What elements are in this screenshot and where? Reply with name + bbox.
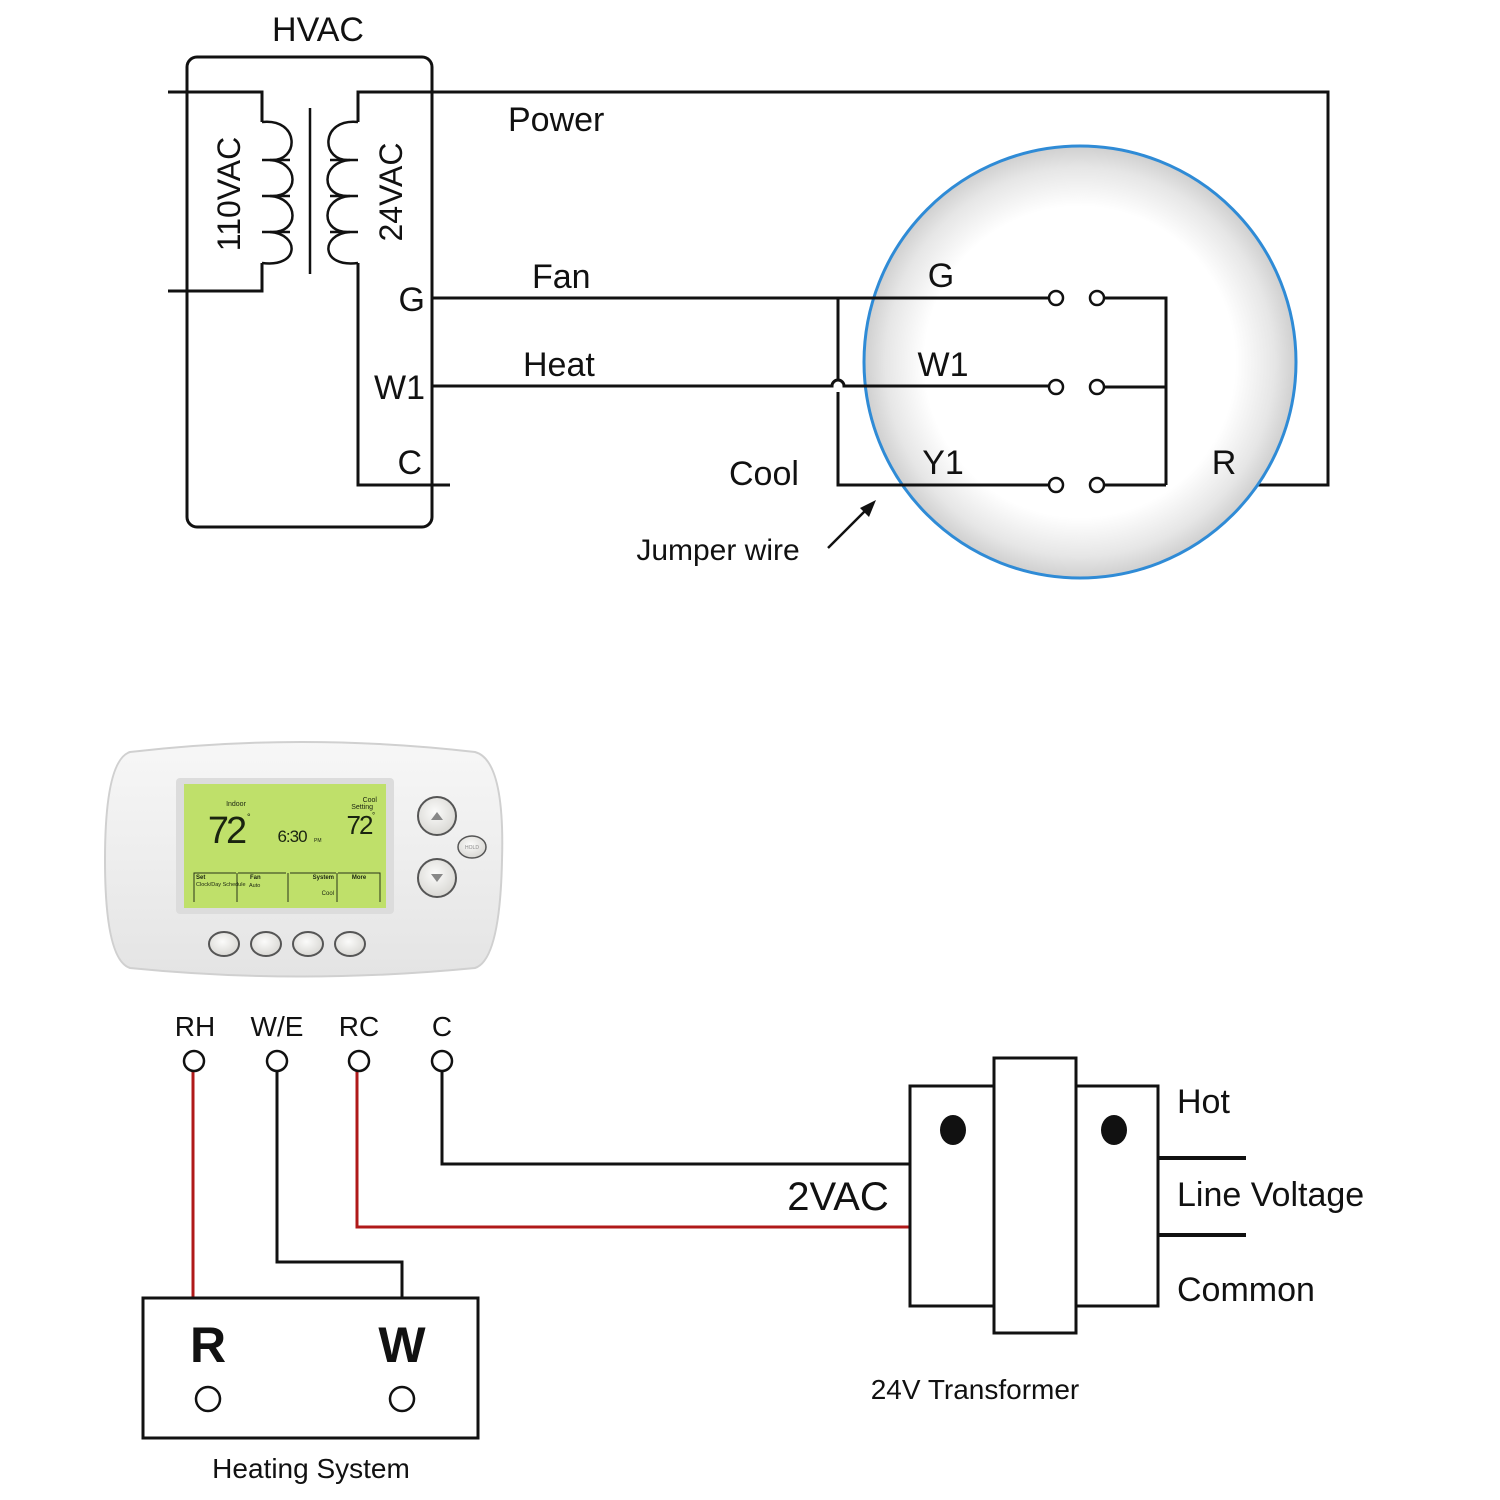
power-wire [356,90,1330,487]
lcd-setting-temp: 72 [347,810,373,840]
jumper-wire [836,298,1049,487]
heating-terminal-w [388,1385,416,1413]
transformer-core-block [992,1056,1078,1335]
terminal-c [430,1049,454,1073]
terminal-we-label: W/E [251,1011,304,1042]
upper-diagram: HVAC 110VAC 24VAC G W1 C Power Fan [168,11,1330,580]
lcd-screen [184,784,386,908]
lcd-indoor-label: Indoor [226,801,247,808]
heating-terminal-w-label: W [378,1317,426,1373]
jumper-arrow-line [827,507,869,549]
hvac-terminal-w1: W1 [374,369,425,407]
polarity-dot-left-icon [940,1115,966,1145]
polarity-dot-right-icon [1101,1115,1127,1145]
fan-label: Fan [532,258,591,296]
hold-button[interactable]: HOLD [457,835,487,859]
lcd-indoor-degree: ° [247,812,251,822]
lower-diagram: RH W/E RC C R W Heating System 2VAC [141,1011,1364,1484]
c-wire [440,1071,910,1166]
thermostat-highlight-circle [862,144,1298,580]
softkey-button-2[interactable] [250,931,282,957]
lcd-time-suffix: PM [314,838,322,844]
softkey-button-4[interactable] [334,931,366,957]
hold-button-label: HOLD [465,845,479,851]
lcd-cool-label: Cool [363,797,378,804]
terminal-c-label: C [432,1011,452,1042]
secondary-coil-loops [330,158,358,234]
primary-lead-bottom [168,263,264,293]
softkey-button-3[interactable] [292,931,324,957]
terminal-rc-label: RC [339,1011,379,1042]
hot-label: Hot [1177,1083,1230,1121]
terminal-rh-label: RH [175,1011,215,1042]
heating-terminal-r [194,1385,222,1413]
tstat-terminal-r: R [1212,444,1237,482]
line-voltage-label: Line Voltage [1177,1176,1364,1214]
softkey-more-label: More [352,875,367,881]
hvac-terminal-c: C [397,444,422,482]
common-label: Common [1177,1271,1315,1309]
softkey-system-label: System [313,875,334,881]
heating-system-label: Heating System [212,1453,410,1484]
lcd-indoor-temp: 72 [208,810,246,852]
tstat-terminal-g: G [928,257,954,295]
jumper-arrow-head-icon [860,500,876,517]
hvac-terminal-g: G [399,281,425,319]
common-wire [356,263,450,487]
lcd-time: 6:30 [277,827,307,846]
primary-lead-top [168,90,264,122]
temp-down-button[interactable] [417,858,457,898]
secondary-voltage-label-lower: 2VAC [787,1175,889,1219]
primary-coil-icon [261,120,294,265]
primary-voltage-label: 110VAC [211,137,247,251]
jumper-wire-label: Jumper wire [636,534,799,567]
terminal-we [265,1049,289,1073]
triangle-up-icon [431,812,443,820]
switch-contacts [1047,289,1106,494]
r-common-bus [1104,296,1168,487]
heating-system-box [141,1296,480,1440]
primary-coil-loops [262,158,290,234]
lcd-setting-label: Setting [351,804,373,811]
cool-label: Cool [729,455,799,493]
softkey-button-1[interactable] [208,931,240,957]
we-wire [275,1071,404,1298]
tstat-terminal-y1: Y1 [922,444,964,482]
softkey-system-sub: Cool [322,891,334,897]
transformer-label: 24V Transformer [871,1374,1080,1405]
terminal-rh [182,1049,206,1073]
contact-w1-right [1088,378,1106,396]
softkey-set-label: Set [196,875,205,881]
power-label: Power [508,101,604,139]
lcd-softkey-row: Set Clock/Day Schedule Fan Auto System C… [193,872,381,902]
triangle-down-icon [431,874,443,882]
contact-g-left [1047,289,1065,307]
rc-wire [355,1071,910,1229]
softkey-fan-label: Fan [250,875,261,881]
thermostat-device: Indoor 72 ° 6:30 PM Cool Setting 72 ° Se… [103,741,504,978]
contact-y1-right [1088,476,1106,494]
transformer-24v [908,1056,1246,1335]
secondary-voltage-label: 24VAC [373,142,409,241]
lcd-setting-degree: ° [372,811,375,820]
tstat-terminal-w1: W1 [918,346,969,384]
softkey-fan-sub: Auto [249,883,260,889]
contact-g-right [1088,289,1106,307]
contact-w1-left [1047,378,1065,396]
contact-y1-left [1047,476,1065,494]
heating-terminal-r-label: R [190,1317,226,1373]
terminal-rc [347,1049,371,1073]
softkey-set-sub: Clock/Day Schedule [196,882,246,888]
hvac-title: HVAC [272,11,364,49]
heat-label: Heat [523,346,595,384]
temp-up-button[interactable] [417,796,457,836]
secondary-coil-icon [326,120,359,265]
